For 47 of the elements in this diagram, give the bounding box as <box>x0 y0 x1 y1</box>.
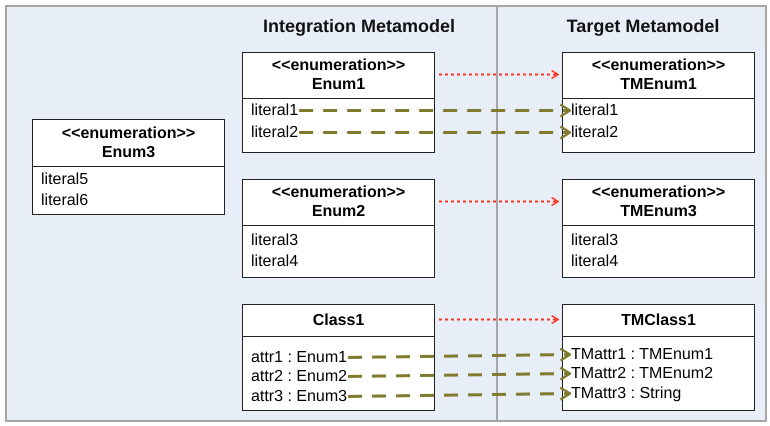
dashed-arrow <box>348 347 572 362</box>
dashed-arrow <box>348 366 572 381</box>
class-box <box>562 52 755 153</box>
dashed-arrow <box>439 196 559 206</box>
stereotype-label: <<enumeration>> <box>590 183 726 202</box>
class-box <box>562 179 755 278</box>
attribute-text: literal2 <box>251 123 298 142</box>
attribute-text: literal6 <box>41 191 88 210</box>
class-name: TMClass1 <box>620 310 697 330</box>
attribute-text: TMattr1 : TMEnum1 <box>571 345 713 364</box>
class-box <box>562 304 755 411</box>
class-name: TMEnum3 <box>619 202 698 221</box>
class-box <box>242 52 435 153</box>
stereotype-label: <<enumeration>> <box>270 183 406 202</box>
attribute-text: literal1 <box>571 101 618 120</box>
dashed-arrow <box>299 125 572 140</box>
attribute-text: attr1 : Enum1 <box>251 348 348 367</box>
class-name: TMEnum1 <box>619 75 698 94</box>
attribute-text: literal2 <box>571 123 618 142</box>
attribute-text: attr2 : Enum2 <box>251 367 348 386</box>
panel <box>496 5 767 422</box>
panel-heading: Target Metamodel <box>566 16 720 37</box>
stereotype-label: <<enumeration>> <box>590 56 726 75</box>
class-name: Enum3 <box>100 142 156 162</box>
stereotype-label: <<enumeration>> <box>60 124 196 142</box>
attribute-text: literal4 <box>571 252 618 271</box>
attribute-text: attr3 : Enum3 <box>251 387 348 406</box>
class-box <box>242 304 435 411</box>
dashed-arrow <box>299 103 572 118</box>
panel <box>5 5 498 422</box>
attribute-text: literal3 <box>251 231 298 250</box>
dashed-arrow <box>439 70 559 80</box>
class-name: Class1 <box>312 310 366 330</box>
attribute-text: literal5 <box>41 170 88 189</box>
attribute-text: TMattr2 : TMEnum2 <box>571 364 713 383</box>
dashed-arrow <box>348 386 572 401</box>
stereotype-label: <<enumeration>> <box>270 56 406 75</box>
attribute-text: literal4 <box>251 252 298 271</box>
class-box <box>32 119 225 215</box>
attribute-text: literal1 <box>251 101 298 120</box>
panel-heading: Integration Metamodel <box>263 16 455 37</box>
dashed-arrow <box>439 314 559 324</box>
class-name: Enum1 <box>310 75 366 94</box>
attribute-text: literal3 <box>571 231 618 250</box>
attribute-text: TMattr3 : String <box>571 384 682 403</box>
class-name: Enum2 <box>310 202 366 221</box>
class-box <box>242 179 435 278</box>
